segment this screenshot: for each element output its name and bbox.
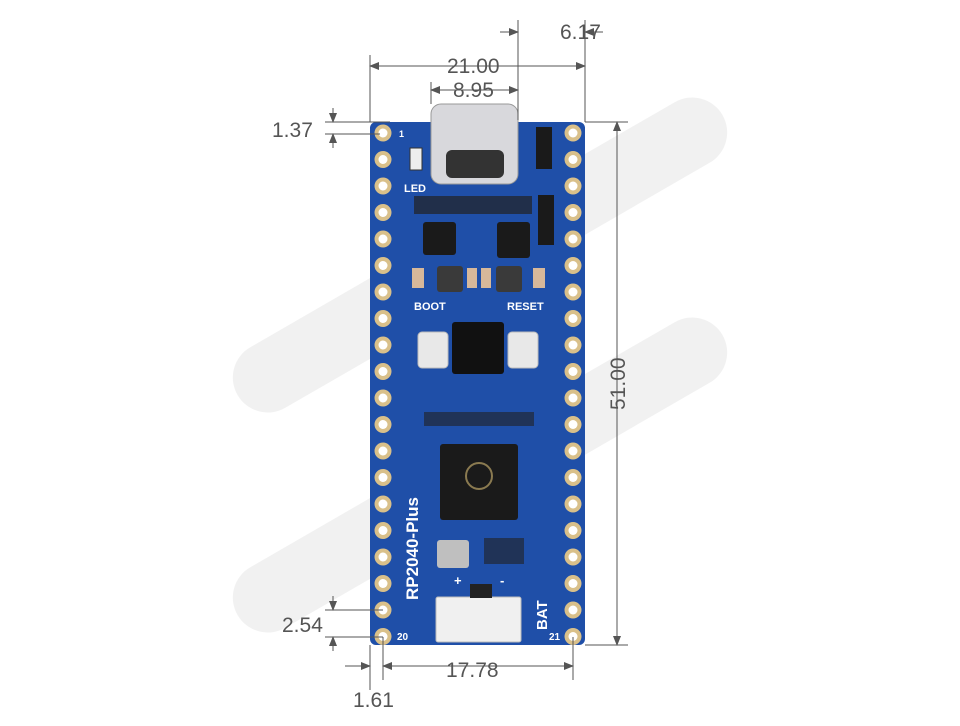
pin-hole: [568, 181, 578, 191]
pin-hole: [568, 526, 578, 535]
pin-hole: [568, 261, 578, 270]
pin21-label: 21: [549, 632, 561, 643]
pin-hole: [378, 473, 388, 482]
board-name: RP2040-Plus: [403, 497, 422, 600]
dim-width: 21.00: [447, 55, 500, 78]
pin-hole: [378, 128, 388, 138]
pin-hole: [568, 208, 578, 217]
dim-usb-width: 8.95: [453, 79, 494, 102]
pin-hole: [378, 579, 388, 588]
pin-hole: [568, 579, 578, 588]
rp2040-chip: [440, 444, 518, 520]
minus-label: -: [500, 573, 504, 588]
pin-hole: [568, 446, 578, 456]
pin-hole: [378, 155, 388, 164]
dimension-lines: [325, 20, 628, 690]
pin-hole: [378, 287, 388, 297]
reset-button: [507, 331, 539, 369]
pin-hole: [378, 367, 388, 376]
pin20-label: 20: [397, 632, 409, 643]
pin-hole: [378, 340, 388, 350]
pin-hole: [568, 367, 578, 376]
pin-hole: [378, 526, 388, 535]
pin-hole: [568, 340, 578, 350]
pin-hole: [568, 155, 578, 164]
reset-label: RESET: [507, 301, 544, 313]
pin-hole: [378, 181, 388, 191]
pin-hole: [378, 314, 388, 323]
dim-edge-offset: 1.61: [353, 689, 394, 712]
pin-hole: [378, 446, 388, 456]
pin-hole: [568, 128, 578, 138]
pin1-label: 1: [399, 129, 404, 139]
dim-row-spacing: 17.78: [446, 659, 499, 682]
dimension-labels: 6.17 21.00 8.95 1.37 51.00 2.54 17.78 1.…: [272, 21, 630, 712]
pcb-board: LED 1 BOOT RESET RP2040-Plus BAT + - 20 …: [370, 103, 585, 645]
pin-hole: [378, 393, 388, 403]
plus-label: +: [454, 573, 462, 588]
pin-hole: [378, 261, 388, 270]
pin-hole: [378, 552, 388, 562]
dim-overhang: 6.17: [560, 21, 601, 44]
pin-hole: [568, 287, 578, 297]
pin-hole: [378, 420, 388, 429]
led-label: LED: [404, 183, 426, 195]
pin-pads: [374, 124, 582, 645]
pin-hole: [568, 499, 578, 509]
pin-hole: [568, 632, 578, 641]
pin-hole: [568, 473, 578, 482]
dim-top-offset: 1.37: [272, 119, 313, 142]
pin-hole: [568, 420, 578, 429]
boot-label: BOOT: [414, 301, 446, 313]
pin-hole: [568, 552, 578, 562]
pin-hole: [378, 499, 388, 509]
pin-hole: [378, 208, 388, 217]
battery-connector: [435, 596, 522, 643]
pin-hole: [568, 234, 578, 244]
pin-hole: [568, 605, 578, 615]
pin-hole: [378, 234, 388, 244]
dim-length: 51.00: [607, 357, 630, 410]
boot-button: [417, 331, 449, 369]
bat-label: BAT: [534, 600, 551, 630]
pin-hole: [568, 314, 578, 323]
pin-hole: [568, 393, 578, 403]
dim-pin-pitch: 2.54: [282, 614, 323, 637]
